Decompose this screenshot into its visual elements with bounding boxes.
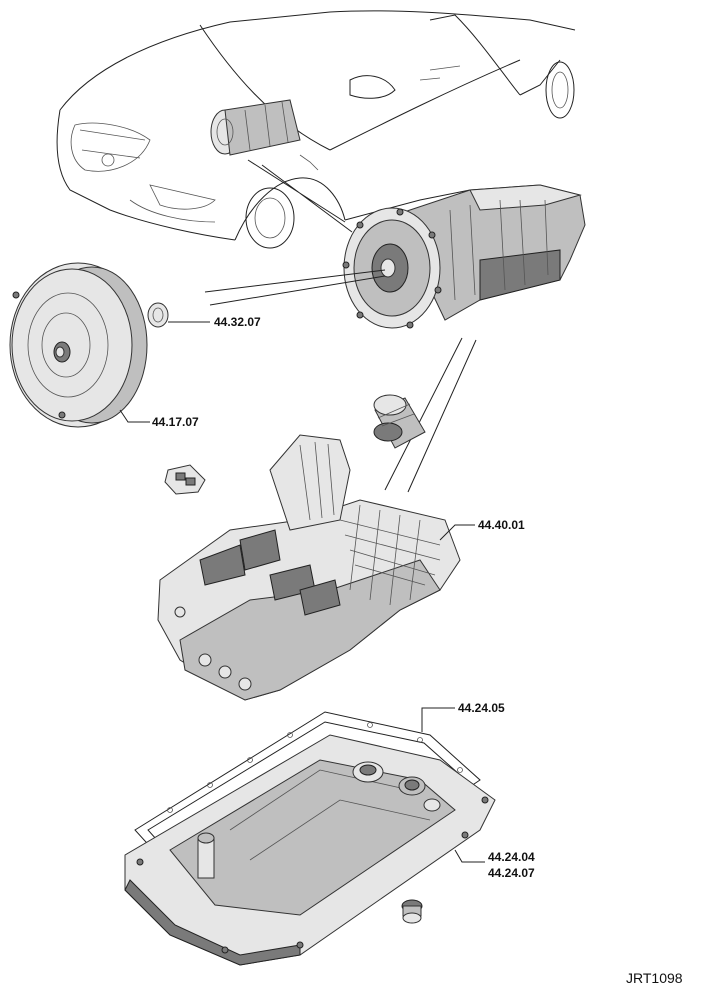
bellhousing-bolts <box>342 208 442 329</box>
converter-seal <box>147 302 169 328</box>
callout-oil-pan-a: 44.24.04 <box>488 850 535 864</box>
gasket-callout-leader <box>421 707 455 732</box>
torque-converter <box>9 262 148 428</box>
callout-torque-converter: 44.17.07 <box>152 415 199 429</box>
valve-body-solenoids <box>199 529 341 616</box>
oil-pan-bolts <box>136 796 489 954</box>
oil-pan-callout-leader <box>454 849 485 863</box>
car-illustration <box>56 10 576 249</box>
converter-leader-lines <box>204 269 386 306</box>
callout-seal: 44.32.07 <box>214 315 261 329</box>
location-leader-line <box>247 159 353 233</box>
reference-code: JRT1098 <box>626 970 683 986</box>
oil-pan-drain-plug <box>352 761 384 783</box>
valve-body <box>157 434 461 701</box>
drain-plug <box>401 899 423 924</box>
oil-pan-suction-pipe <box>197 832 215 879</box>
transmission-location-thumbnail <box>210 99 301 156</box>
oil-pan-filter <box>398 776 441 812</box>
small-clip <box>164 464 206 495</box>
tube-connector <box>373 394 426 449</box>
callout-valve-body: 44.40.01 <box>478 518 525 532</box>
callout-pan-gasket: 44.24.05 <box>458 701 505 715</box>
valve-body-callout-leader <box>439 524 475 541</box>
transmission-assembly <box>342 184 586 329</box>
callout-oil-pan-b: 44.24.07 <box>488 866 535 880</box>
valve-body-leader-lines <box>384 337 477 493</box>
oil-pan <box>124 734 496 966</box>
valve-body-grid <box>339 504 441 606</box>
converter-callout-leader <box>119 409 150 423</box>
